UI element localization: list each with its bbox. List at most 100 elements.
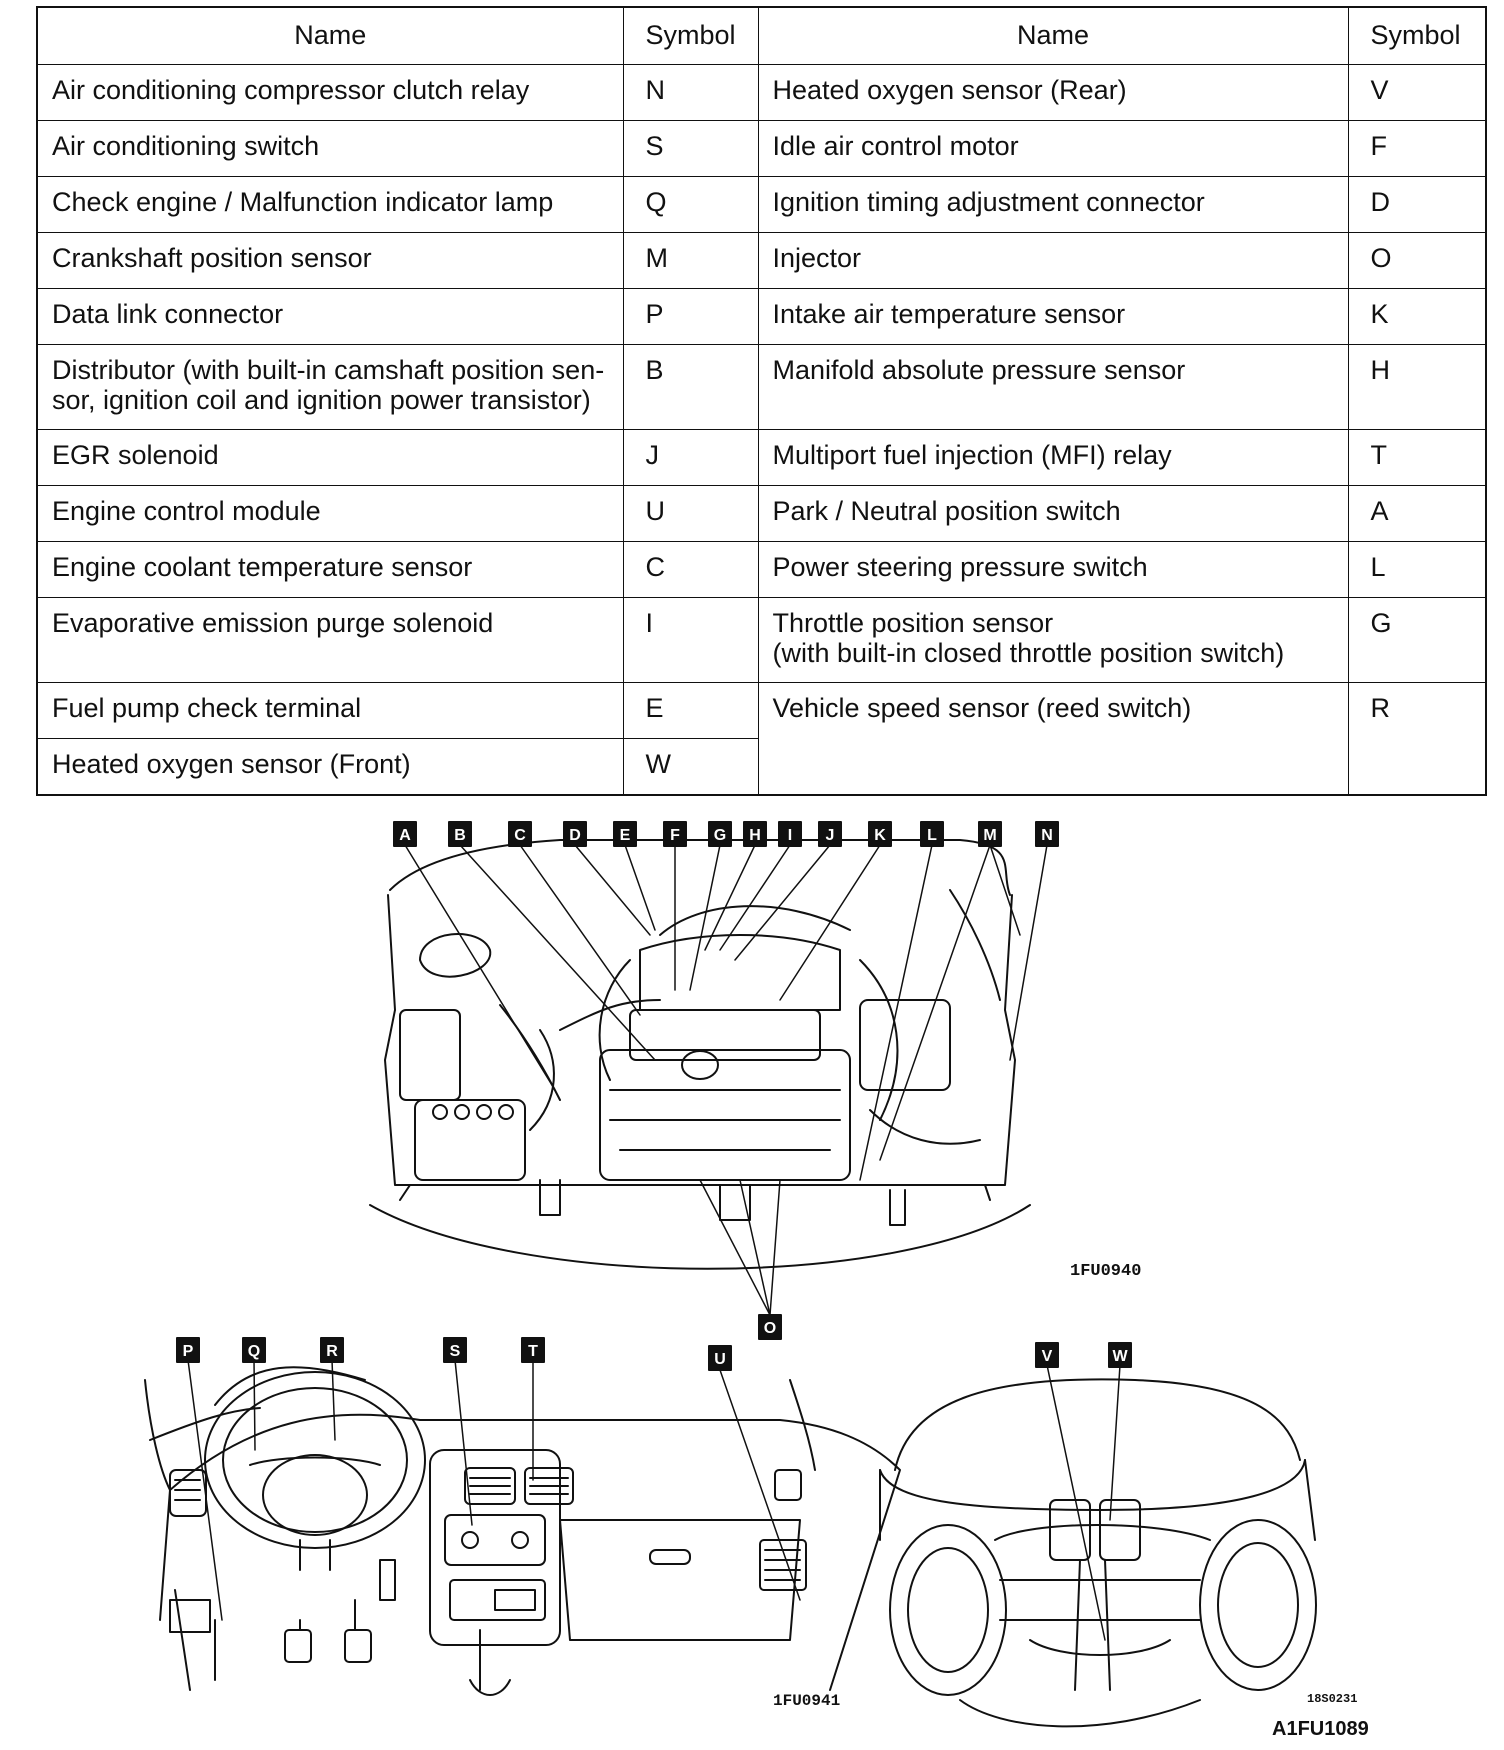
svg-text:I: I xyxy=(788,827,792,844)
table-row: Distributor (with built-in camshaft posi… xyxy=(36,344,1487,430)
underbody-figure-code: 18S0231 xyxy=(1307,1692,1358,1706)
engine-figure-code: 1FU0940 xyxy=(1070,1262,1142,1281)
callout-W: W xyxy=(1108,1342,1132,1368)
callout-C: C xyxy=(508,821,532,847)
callout-P: P xyxy=(176,1337,200,1363)
component-name: Fuel pump check terminal xyxy=(36,682,624,739)
component-name: Crankshaft position sensor xyxy=(36,232,624,289)
callout-J: J xyxy=(818,821,842,847)
table-row: Data link connector P Intake air tempera… xyxy=(36,288,1487,345)
table-row: Engine control module U Park / Neutral p… xyxy=(36,485,1487,542)
svg-text:T: T xyxy=(528,1343,538,1360)
component-symbol: T xyxy=(1347,429,1487,486)
component-name: Evaporative emission purge solenoid xyxy=(36,597,624,683)
callout-O: O xyxy=(758,1314,782,1340)
callout-A: A xyxy=(393,821,417,847)
component-name: Vehicle speed sensor (reed switch) xyxy=(757,682,1349,796)
component-symbol: E xyxy=(622,682,759,739)
callout-T: T xyxy=(521,1337,545,1363)
component-symbol: K xyxy=(1347,288,1487,345)
callout-G: G xyxy=(708,821,732,847)
component-symbol: B xyxy=(622,344,759,430)
component-name: Distributor (with built-in camshaft posi… xyxy=(36,344,624,430)
table-row: Check engine / Malfunction indicator lam… xyxy=(36,176,1487,233)
callout-D: D xyxy=(563,821,587,847)
callout-U: U xyxy=(708,1345,732,1371)
component-name: Manifold absolute pressure sensor xyxy=(757,344,1349,430)
component-name: Throttle position sensor (with built-in … xyxy=(757,597,1349,683)
sheet-code: A1FU1089 xyxy=(1272,1718,1369,1740)
component-symbol: J xyxy=(622,429,759,486)
table-row: Heated oxygen sensor (Front) W xyxy=(36,738,1486,796)
component-symbol: G xyxy=(1347,597,1487,683)
dashboard-illustration xyxy=(144,1366,901,1696)
header-name-right: Name xyxy=(757,6,1349,65)
svg-text:M: M xyxy=(983,827,996,844)
callout-Q: Q xyxy=(242,1337,266,1363)
table-row: EGR solenoid J Multiport fuel injection … xyxy=(36,429,1487,486)
table-row: Air conditioning switch S Idle air contr… xyxy=(36,120,1487,177)
svg-text:F: F xyxy=(670,827,680,844)
callout-F: F xyxy=(663,821,687,847)
dashboard-leader-lines xyxy=(187,1359,801,1621)
svg-text:J: J xyxy=(826,827,835,844)
component-name: Ignition timing adjustment connector xyxy=(757,176,1349,233)
svg-text:W: W xyxy=(1112,1348,1128,1365)
svg-text:R: R xyxy=(326,1343,338,1360)
underbody-leader-lines xyxy=(1046,1364,1121,1641)
component-name: Idle air control motor xyxy=(757,120,1349,177)
component-name: Heated oxygen sensor (Front) xyxy=(36,738,624,796)
callout-H: H xyxy=(743,821,767,847)
component-name: Park / Neutral position switch xyxy=(757,485,1349,542)
table-row: Fuel pump check terminal E Vehicle speed… xyxy=(36,682,1487,796)
table-row: Crankshaft position sensor M Injector O xyxy=(36,232,1487,289)
svg-text:O: O xyxy=(764,1320,776,1337)
component-symbol: W xyxy=(622,738,759,796)
header-symbol-right: Symbol xyxy=(1347,6,1487,65)
svg-text:K: K xyxy=(874,827,886,844)
component-symbol: P xyxy=(622,288,759,345)
dash-figure-code: 1FU0941 xyxy=(773,1692,841,1710)
svg-text:E: E xyxy=(620,827,631,844)
table-row: Evaporative emission purge solenoid I Th… xyxy=(36,597,1487,683)
svg-text:G: G xyxy=(714,827,726,844)
component-name: Check engine / Malfunction indicator lam… xyxy=(36,176,624,233)
svg-text:D: D xyxy=(569,827,581,844)
component-name: Air conditioning switch xyxy=(36,120,624,177)
svg-text:N: N xyxy=(1041,827,1053,844)
svg-text:B: B xyxy=(454,827,466,844)
component-symbol: H xyxy=(1347,344,1487,430)
component-symbol: M xyxy=(622,232,759,289)
component-symbol: F xyxy=(1347,120,1487,177)
engine-compartment-illustration xyxy=(369,839,1031,1270)
svg-text:C: C xyxy=(514,827,526,844)
callout-K: K xyxy=(868,821,892,847)
callout-L: L xyxy=(920,821,944,847)
component-name: Injector xyxy=(757,232,1349,289)
svg-text:U: U xyxy=(714,1351,726,1368)
component-name: Power steering pressure switch xyxy=(757,541,1349,598)
component-symbol-table: Name Symbol Name Symbol Air conditioning… xyxy=(36,6,1487,796)
component-symbol: L xyxy=(1347,541,1487,598)
callout-E: E xyxy=(613,821,637,847)
callout-R: R xyxy=(320,1337,344,1363)
callout-I: I xyxy=(778,821,802,847)
engine-leader-lines xyxy=(404,844,1048,1316)
component-symbol: A xyxy=(1347,485,1487,542)
svg-text:A: A xyxy=(399,827,411,844)
component-symbol: S xyxy=(622,120,759,177)
component-name: Engine control module xyxy=(36,485,624,542)
callout-S: S xyxy=(443,1337,467,1363)
svg-text:Q: Q xyxy=(248,1343,260,1360)
svg-text:V: V xyxy=(1042,1348,1053,1365)
component-name: Air conditioning compressor clutch relay xyxy=(36,64,624,121)
callout-V: V xyxy=(1035,1342,1059,1368)
header-symbol-left: Symbol xyxy=(622,6,759,65)
svg-text:H: H xyxy=(749,827,761,844)
component-name: EGR solenoid xyxy=(36,429,624,486)
callout-N: N xyxy=(1035,821,1059,847)
component-name: Intake air temperature sensor xyxy=(757,288,1349,345)
table-header-row: Name Symbol Name Symbol xyxy=(36,6,1487,65)
underbody-illustration xyxy=(879,1378,1317,1728)
component-symbol: D xyxy=(1347,176,1487,233)
